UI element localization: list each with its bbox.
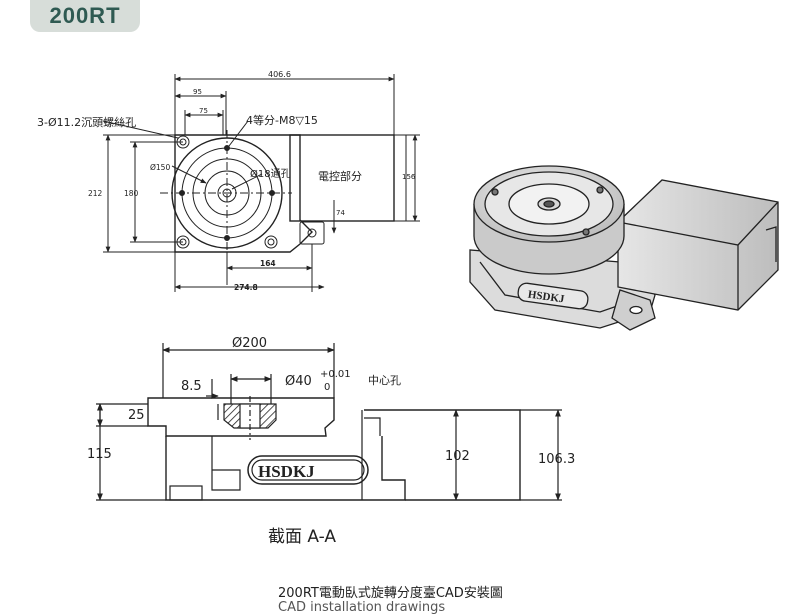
- section-label: 截面 A-A: [268, 527, 336, 547]
- dim-106-3: 106.3: [538, 452, 575, 467]
- dia-150: Ø150: [150, 163, 170, 172]
- caption-chinese: 200RT電動臥式旋轉分度臺CAD安裝圖: [278, 586, 503, 601]
- model-title: 200RT: [49, 3, 121, 28]
- top-view-labels: 406.6 95 75 3-Ø11.2沉頭螺絲孔 4等分-M8▽15 Ø18通孔…: [37, 70, 416, 292]
- dim-102: 102: [445, 449, 470, 464]
- dim-115: 115: [87, 447, 112, 462]
- iso-logo: HSDKJ: [527, 289, 565, 306]
- dim-25: 25: [128, 408, 145, 423]
- dim-overall-width: 406.6: [268, 70, 291, 79]
- section-view: HSDKJ: [96, 343, 562, 501]
- isometric-view: HSDKJ: [469, 165, 779, 331]
- dim-156: 156: [402, 173, 416, 181]
- dim-8-5: 8.5: [181, 379, 202, 394]
- model-title-tab: 200RT: [30, 0, 140, 32]
- top-view: [102, 74, 420, 292]
- center-hole-label: 中心孔: [368, 374, 401, 387]
- dim-212: 212: [88, 189, 103, 198]
- dim-74: 74: [336, 209, 345, 217]
- dim-180: 180: [124, 189, 139, 198]
- section-view-labels: Ø200 8.5 Ø40 +0.01 0 中心孔 25 115 102 106.…: [87, 336, 575, 547]
- note-thread-holes: 4等分-M8▽15: [246, 113, 318, 127]
- dim-274-8: 274.8: [234, 283, 258, 292]
- caption-english: CAD installation drawings: [278, 600, 446, 615]
- dia-40: Ø40: [285, 374, 312, 389]
- electric-control-box-label: 電控部分: [318, 169, 362, 183]
- section-logo: HSDKJ: [258, 462, 315, 481]
- dim-75: 75: [199, 107, 208, 115]
- dim-164: 164: [260, 259, 276, 268]
- tolerance-zero: 0: [324, 382, 330, 393]
- note-countersunk-holes: 3-Ø11.2沉頭螺絲孔: [37, 115, 136, 129]
- dim-95: 95: [193, 88, 202, 96]
- dia-200: Ø200: [232, 336, 267, 351]
- tolerance-plus: +0.01: [320, 369, 351, 380]
- note-center-through-hole: Ø18通孔: [250, 168, 291, 180]
